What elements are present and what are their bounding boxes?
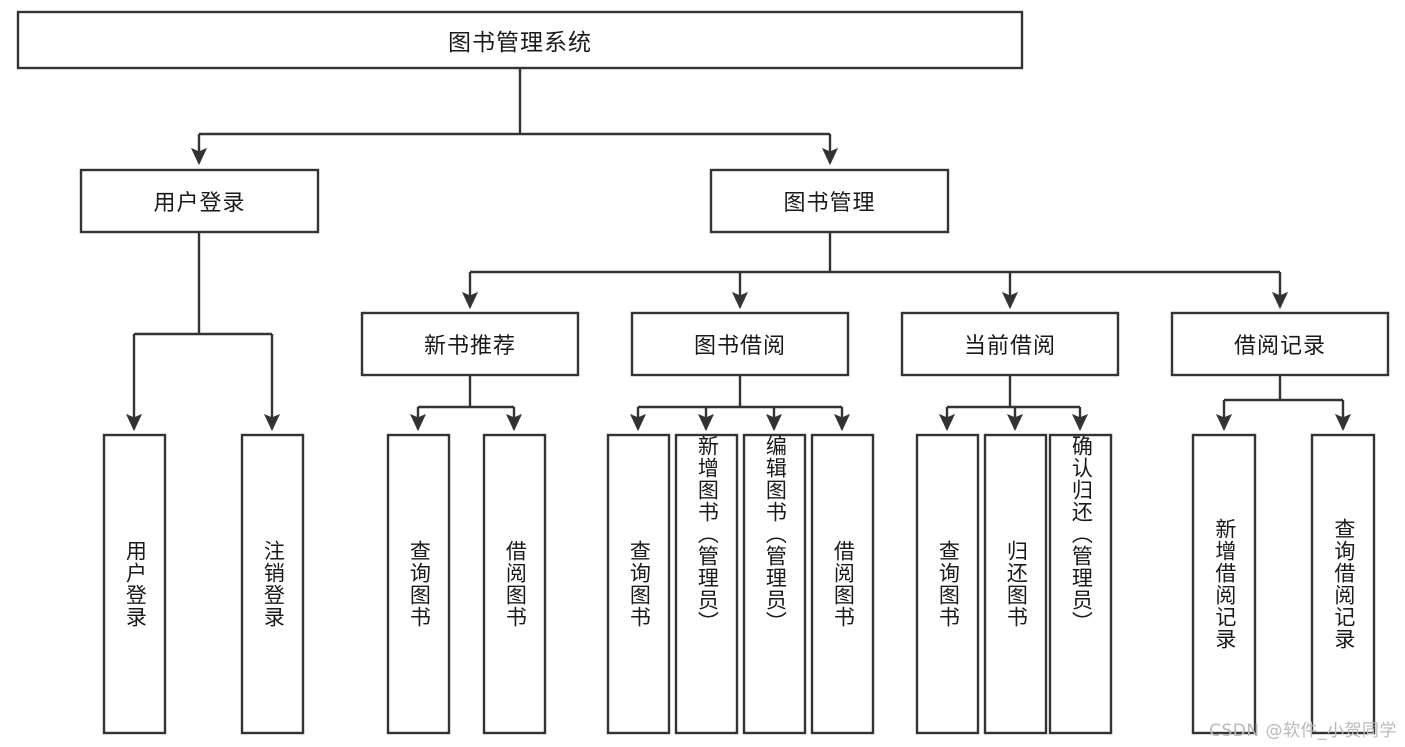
leaf-box-current-borrow-2[interactable] bbox=[983, 433, 1048, 735]
node-current-borrow[interactable] bbox=[900, 311, 1120, 377]
leaf-box-current-borrow-3[interactable] bbox=[1048, 433, 1113, 735]
leaf-box-book-borrow-3[interactable] bbox=[742, 433, 807, 735]
leaf-box-book-borrow-4[interactable] bbox=[810, 433, 875, 735]
node-book-borrow[interactable] bbox=[630, 311, 850, 377]
leaf-box-borrow-record-1[interactable] bbox=[1191, 433, 1257, 735]
leaf-box-user-login-2[interactable] bbox=[240, 433, 305, 735]
node-new-book-recommend[interactable] bbox=[360, 311, 580, 377]
node-root[interactable] bbox=[16, 10, 1024, 70]
node-user-login[interactable] bbox=[79, 168, 320, 234]
node-borrow-record[interactable] bbox=[1170, 311, 1390, 377]
leaf-box-current-borrow-1[interactable] bbox=[915, 433, 980, 735]
node-book-management[interactable] bbox=[709, 168, 950, 234]
leaf-box-borrow-record-2[interactable] bbox=[1310, 433, 1376, 735]
leaf-box-new-book-1[interactable] bbox=[386, 433, 451, 735]
leaf-box-book-borrow-2[interactable] bbox=[674, 433, 739, 735]
leaf-box-new-book-2[interactable] bbox=[482, 433, 547, 735]
leaf-box-user-login-1[interactable] bbox=[102, 433, 167, 735]
leaf-box-book-borrow-1[interactable] bbox=[606, 433, 671, 735]
